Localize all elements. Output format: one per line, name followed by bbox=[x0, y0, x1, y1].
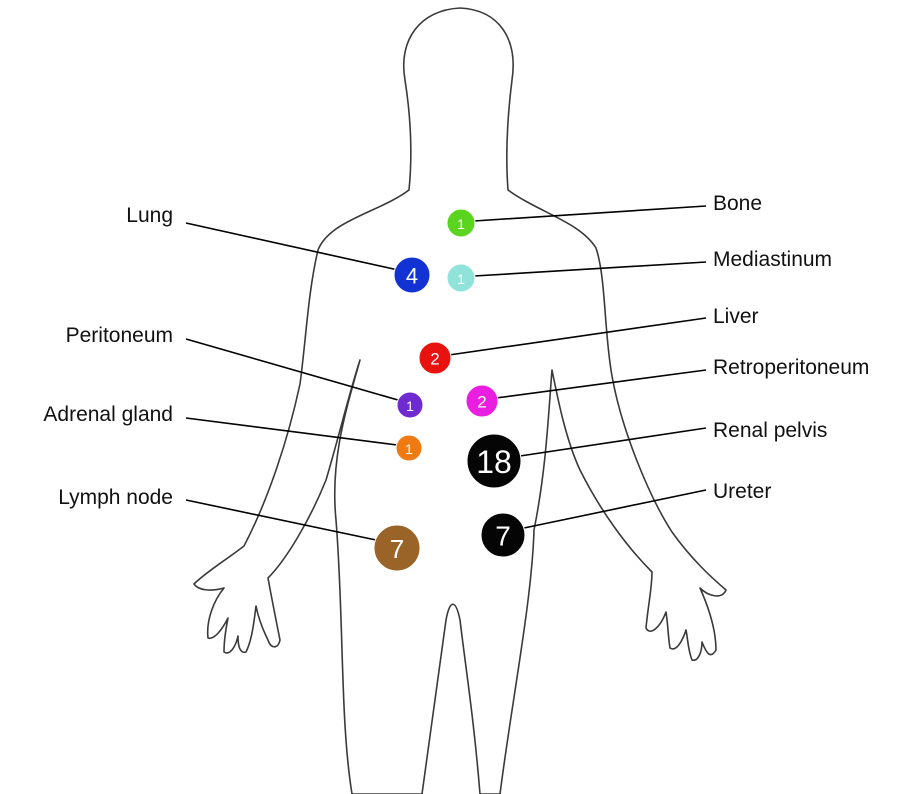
liver-leader-line bbox=[449, 318, 706, 355]
leader-lines bbox=[186, 206, 706, 540]
lung-leader-line bbox=[186, 223, 398, 270]
peritoneum-count: 1 bbox=[406, 398, 414, 414]
peritoneum-leader-line bbox=[186, 339, 398, 400]
count-markers: 1 4 1 2 1 2 1 18 7 7 bbox=[374, 209, 525, 571]
ureter-label: Ureter bbox=[713, 480, 771, 503]
retroperitoneum-count: 2 bbox=[477, 393, 486, 412]
renal-pelvis-label: Renal pelvis bbox=[713, 419, 827, 442]
renal-pelvis-count: 18 bbox=[476, 444, 512, 480]
lymph-node-count: 7 bbox=[390, 534, 404, 564]
mediastinum-leader-line bbox=[474, 262, 706, 276]
ureter-count: 7 bbox=[495, 521, 511, 552]
bone-count: 1 bbox=[457, 216, 465, 232]
bone-leader-line bbox=[474, 206, 706, 221]
site-labels: BoneLungMediastinumLiverPeritoneumRetrop… bbox=[43, 192, 869, 509]
lymph-node-label: Lymph node bbox=[58, 486, 173, 509]
liver-count: 2 bbox=[430, 350, 439, 369]
retroperitoneum-leader-line bbox=[496, 370, 706, 398]
body-outline bbox=[194, 8, 726, 794]
lymph-node-leader-line bbox=[186, 500, 376, 540]
lung-count: 4 bbox=[406, 264, 418, 289]
adrenal-gland-count: 1 bbox=[405, 441, 413, 457]
lung-label: Lung bbox=[126, 204, 173, 227]
mediastinum-label: Mediastinum bbox=[713, 248, 832, 271]
bone-label: Bone bbox=[713, 192, 762, 215]
mediastinum-count: 1 bbox=[457, 271, 465, 287]
peritoneum-label: Peritoneum bbox=[66, 324, 173, 347]
liver-label: Liver bbox=[713, 305, 759, 328]
adrenal-gland-label: Adrenal gland bbox=[43, 403, 173, 426]
ureter-leader-line bbox=[524, 490, 706, 528]
retroperitoneum-label: Retroperitoneum bbox=[713, 356, 869, 379]
